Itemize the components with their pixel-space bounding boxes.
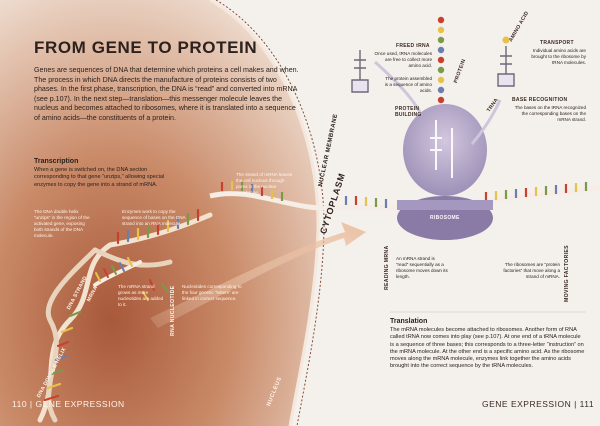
note-nucleotides: Nucleotides corresponding to the four ge… [182,284,242,301]
translation-body: The mRNA molecules become attached to ri… [390,327,585,370]
nucleus-shape [0,0,319,426]
base-recognition-note: The bases on the tRNA recognized the cor… [514,105,586,122]
note-dna-double: The DNA double helix “unzips” in the reg… [34,209,90,238]
ribosome-label: RIBOSOME [430,215,460,221]
base-recognition-title: BASE RECOGNITION [512,97,568,103]
page-title: FROM GENE TO PROTEIN [34,38,258,57]
folio-right: GENE EXPRESSION | 111 [482,399,595,409]
transcription-body: When a gene is switched on, the DNA sect… [34,167,165,188]
mrna-flow-arrow [150,222,366,328]
freed-trna-title: FREED tRNA [396,43,430,49]
protein-building-title: PROTEIN BUILDING [395,106,422,118]
intro-paragraph: Genes are sequences of DNA that determin… [34,66,299,122]
folio-left: 110 | GENE EXPRESSION [12,399,125,409]
translation-heading: Translation [390,318,428,325]
note-mrna-grows: The mRNA strand grows as more nucleotide… [118,284,164,307]
note-mrna-leaves: The strand of mRNA leaves the cell nucle… [236,172,293,195]
moving-factories-label: MOVING FACTORIES [564,245,570,302]
mrna-strand [93,260,142,287]
transport-note: Individual amino acids are brought to th… [531,48,586,65]
freed-trna-note: Once used, tRNA molecules are free to co… [374,51,432,68]
nuclear-membrane-line [209,0,320,426]
protein-chain [437,16,445,104]
freed-trna [351,50,422,113]
transport-title: TRANSPORT [540,40,574,46]
dna-helix [37,208,213,423]
incoming-trna [470,36,515,145]
mrna-read-note: An mRNA strand is “read” sequentially as… [396,256,448,279]
ribosome [397,104,493,240]
note-enzymes: Enzymes work to copy the sequence of bas… [122,209,186,226]
transcription-heading: Transcription [34,158,79,165]
reading-mrna-label: READING MRNA [384,245,390,290]
factories-note: The ribosomes are “protein factories” th… [503,262,560,279]
label-rna-nucleotide: RNA NUCLEOTIDE [170,285,176,336]
mrna-main-strand [209,185,600,211]
protein-assembled-note: The protein assembled is a sequence of a… [384,76,432,93]
